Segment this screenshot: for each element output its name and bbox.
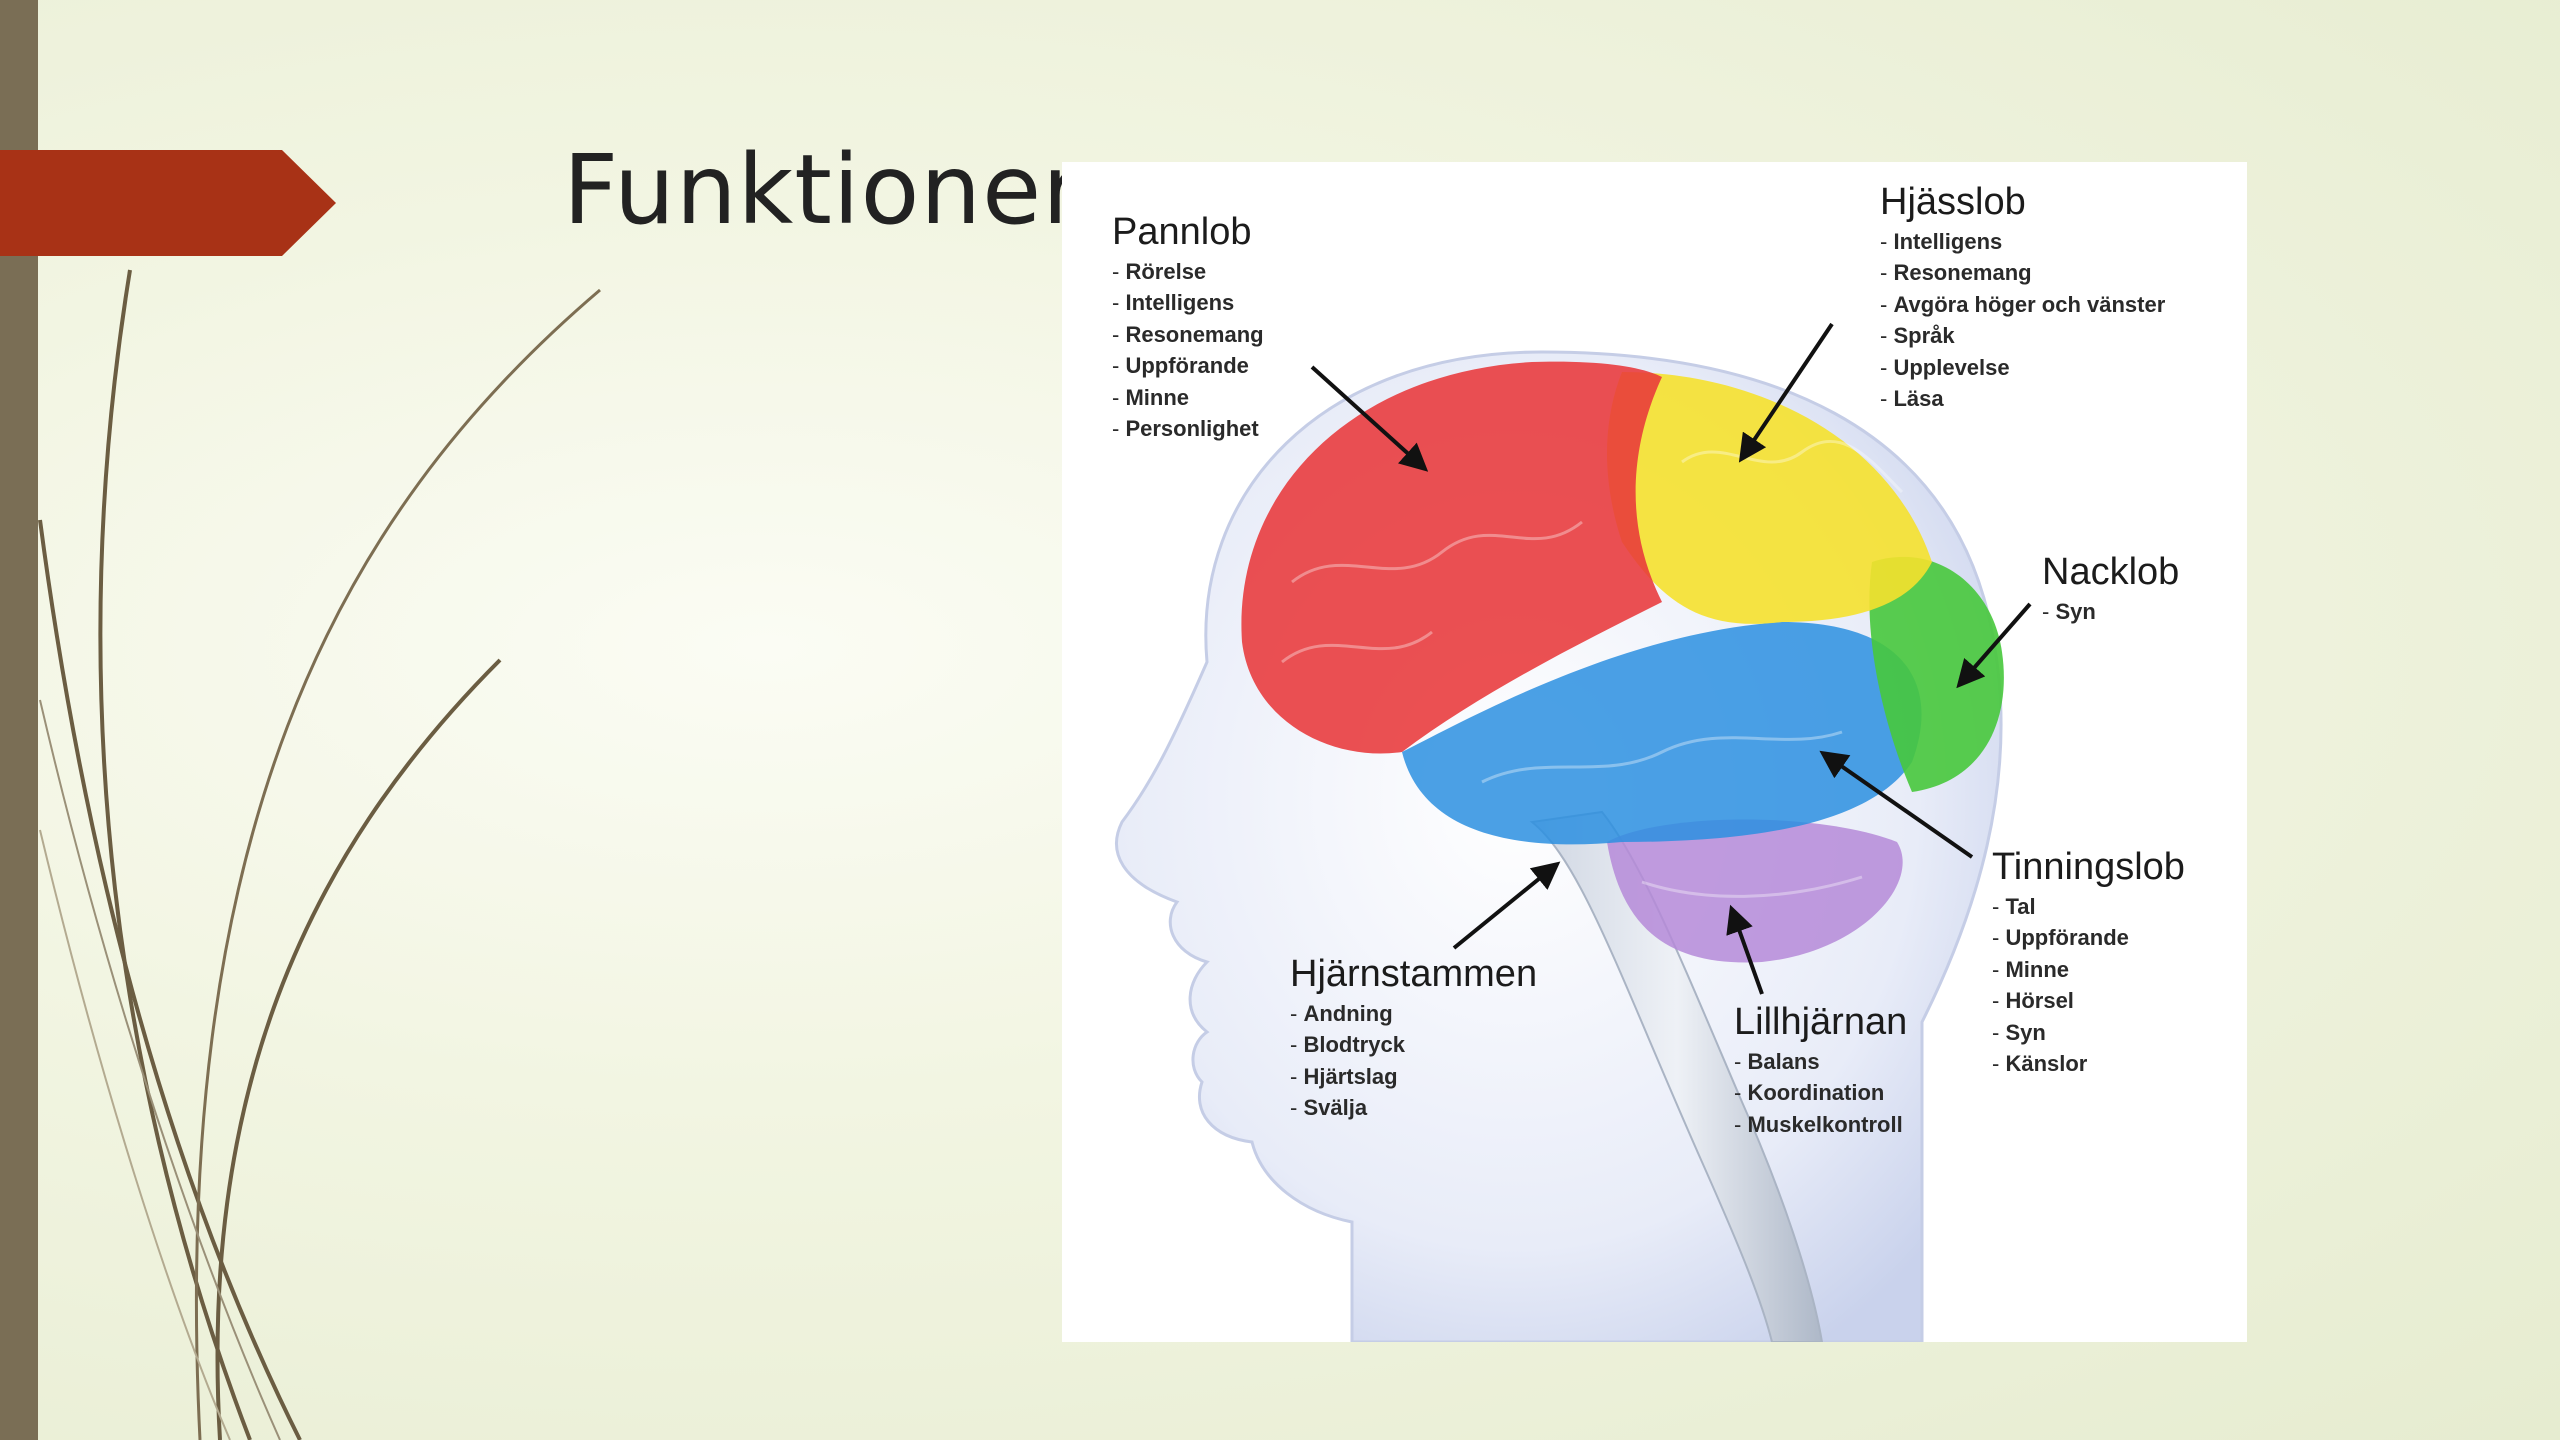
label-pannlob-list: Rörelse Intelligens Resonemang Uppförand…: [1112, 256, 1264, 445]
label-nacklob: Nacklob Syn: [2042, 551, 2180, 628]
label-tinningslob-list: Tal Uppförande Minne Hörsel Syn Känslor: [1992, 891, 2185, 1080]
occipital-lobe-shape: [1869, 556, 2004, 792]
label-hjasslob: Hjässlob Intelligens Resonemang Avgöra h…: [1880, 181, 2165, 415]
list-item: Koordination: [1734, 1077, 1907, 1109]
list-item: Syn: [2042, 596, 2179, 628]
arrow-nacklob: [1956, 602, 2032, 689]
temporal-lobe-shape: [1402, 622, 1922, 845]
list-item: Minne: [1112, 382, 1264, 414]
arrow-tinningslob: [1819, 750, 1974, 859]
list-item: Känslor: [1992, 1048, 2185, 1080]
accent-arrow-tab: [0, 150, 336, 256]
label-lillhjarnan-title: Lillhjärnan: [1734, 1001, 1908, 1043]
list-item: Personlighet: [1112, 413, 1264, 445]
list-item: Uppförande: [1992, 922, 2185, 954]
label-hjarnstammen: Hjärnstammen Andning Blodtryck Hjärtslag…: [1290, 953, 1538, 1124]
label-pannlob: Pannlob Rörelse Intelligens Resonemang U…: [1112, 211, 1264, 445]
label-lillhjarnan: Lillhjärnan Balans Koordination Muskelko…: [1734, 1001, 1908, 1141]
list-item: Uppförande: [1112, 350, 1264, 382]
cerebellum-shape: [1607, 819, 1903, 963]
list-item: Rörelse: [1112, 256, 1264, 288]
frontal-lobe-shape: [1241, 361, 1662, 754]
brain-folds: [1281, 439, 1904, 898]
list-item: Intelligens: [1880, 226, 2165, 258]
slide-title: Funktioner: [563, 134, 1083, 246]
label-hjarnstammen-title: Hjärnstammen: [1290, 953, 1538, 995]
brainstem-shape: [1529, 810, 1824, 1342]
list-item: Muskelkontroll: [1734, 1109, 1907, 1141]
arrow-hjasslob: [1738, 322, 1834, 463]
label-tinningslob-title: Tinningslob: [1992, 846, 2185, 888]
brain-diagram-panel: Pannlob Rörelse Intelligens Resonemang U…: [1062, 162, 2247, 1342]
label-hjasslob-list: Intelligens Resonemang Avgöra höger och …: [1880, 226, 2165, 415]
list-item: Hjärtslag: [1290, 1061, 1537, 1093]
list-item: Språk: [1880, 320, 2165, 352]
decorative-lines: [38, 269, 601, 1440]
list-item: Avgöra höger och vänster: [1880, 289, 2165, 321]
label-hjasslob-title: Hjässlob: [1880, 181, 2026, 223]
list-item: Intelligens: [1112, 287, 1264, 319]
label-nacklob-list: Syn: [2042, 596, 2179, 628]
arrow-pannlob: [1310, 365, 1429, 472]
list-item: Andning: [1290, 998, 1537, 1030]
list-item: Resonemang: [1880, 257, 2165, 289]
label-tinningslob: Tinningslob Tal Uppförande Minne Hörsel …: [1992, 846, 2185, 1080]
list-item: Blodtryck: [1290, 1029, 1537, 1061]
label-hjarnstammen-list: Andning Blodtryck Hjärtslag Svälja: [1290, 998, 1537, 1124]
arrow-lillhjarnan: [1726, 904, 1764, 995]
arrow-hjarnstammen: [1452, 861, 1561, 950]
list-item: Svälja: [1290, 1092, 1537, 1124]
label-pannlob-title: Pannlob: [1112, 211, 1252, 253]
list-item: Resonemang: [1112, 319, 1263, 351]
list-item: Minne: [1992, 954, 2185, 986]
parietal-lobe-shape: [1607, 372, 1932, 624]
list-item: Upplevelse: [1880, 352, 2165, 384]
list-item: Hörsel: [1992, 985, 2185, 1017]
label-nacklob-title: Nacklob: [2042, 551, 2180, 593]
list-item: Syn: [1992, 1017, 2185, 1049]
label-lillhjarnan-list: Balans Koordination Muskelkontroll: [1734, 1046, 1907, 1141]
list-item: Tal: [1992, 891, 2185, 923]
list-item: Läsa: [1880, 383, 2165, 415]
list-item: Balans: [1734, 1046, 1907, 1078]
